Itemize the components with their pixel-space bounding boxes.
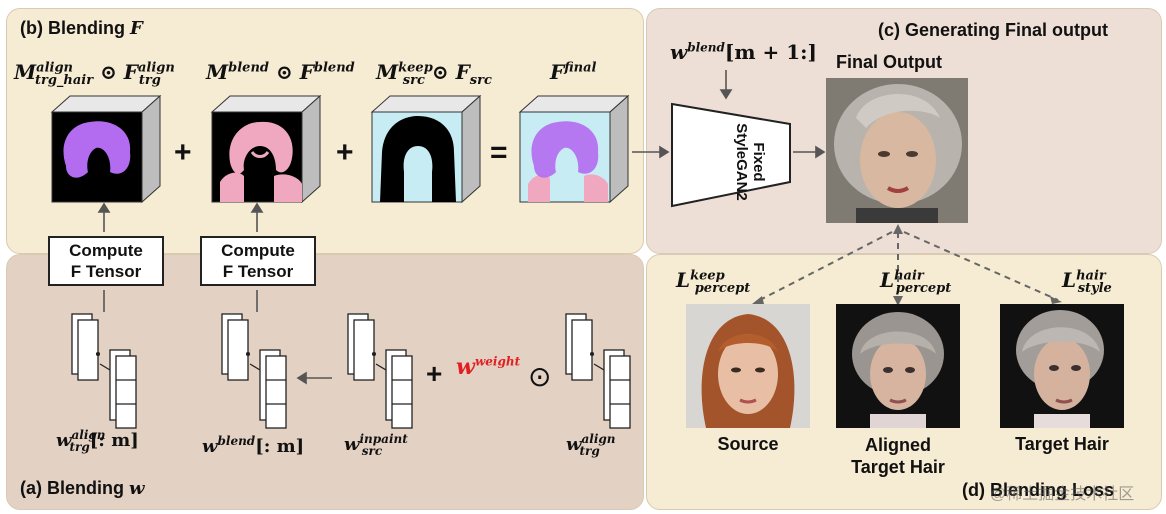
cube-final — [518, 94, 630, 204]
target-hair-face-image — [1000, 304, 1124, 428]
caption-source: Source — [717, 434, 779, 454]
final-output-label: Final Output — [836, 52, 942, 72]
watermark: @稀土掘金技术社区 — [990, 486, 1135, 503]
loss-arrows — [755, 231, 1059, 303]
panel-b-title-text: (b) Blending — [20, 18, 130, 38]
panel-d-title: (d) Blending Loss — [962, 480, 1114, 500]
panel-b-title: (b) Blending F — [20, 18, 143, 39]
plus-1: + — [174, 136, 192, 169]
w-label-3: winpaintsrc — [344, 432, 408, 458]
panel-a-title: (a) Blending w — [20, 478, 145, 499]
panel-a-title-text: (a) Blending — [20, 478, 129, 498]
aligned-target-face-image — [836, 304, 960, 428]
caption-aligned-target-hair: Aligned Target Hair — [851, 435, 945, 477]
weight-label: wweight — [456, 354, 521, 380]
term-label-2: Mblend ⊙ Fblend — [206, 60, 355, 84]
loss-keep-percept: Lkeeppercept — [676, 268, 751, 296]
term-label-1: Maligntrg_hair ⊙ Faligntrg — [14, 60, 175, 88]
equals: = — [490, 136, 508, 169]
term-label-4: Ffinal — [550, 60, 597, 84]
term-label-3: Mkeepsrc ⊙ Fsrc — [376, 60, 492, 88]
loss-hair-percept: Lhairpercept — [880, 268, 952, 296]
loss-arrowheads — [752, 224, 1062, 306]
stylegan-generator — [671, 102, 791, 208]
w-label-4: waligntrg — [566, 432, 616, 458]
panel-b-title-var: F — [129, 18, 143, 39]
w-label-2: wblend[: m] — [202, 434, 305, 457]
cube-hair-align — [50, 94, 162, 204]
cube-blend-mask — [210, 94, 322, 204]
panel-a-title-var: w — [129, 478, 145, 499]
final-output-image — [826, 78, 968, 223]
loss-hair-style: Lhairstyle — [1062, 268, 1112, 296]
plus-a: + — [426, 358, 443, 389]
cube-source-keep — [370, 94, 482, 204]
w-stacks — [71, 313, 631, 429]
odot-operator: ⊙ — [528, 361, 552, 392]
panel-c-title: (c) Generating Final output — [878, 20, 1108, 40]
w-label-1: waligntrg[: m] — [56, 428, 139, 454]
source-face-image — [686, 304, 810, 428]
w-blend-suffix-label: wblend[m + 1:] — [670, 40, 817, 64]
plus-2: + — [336, 136, 354, 169]
flow-arrows — [97, 70, 826, 385]
caption-target-hair: Target Hair — [1015, 434, 1109, 454]
